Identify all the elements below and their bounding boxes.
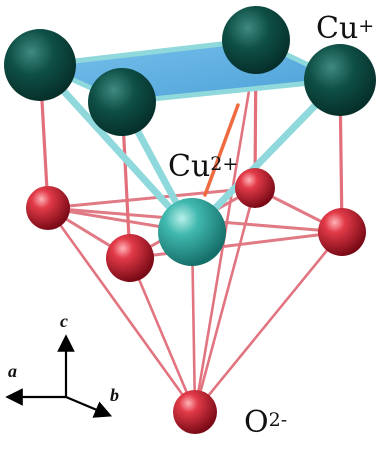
cu-plus-atom-front-left [88,68,156,136]
cu-2plus-atom [158,198,226,266]
cu-plus-atom-front-right [304,44,376,116]
oxygen-atom-back [235,168,275,208]
cu-2plus-label-base: Cu [168,149,211,184]
oxygen-atom-right [318,208,366,256]
cu-plus-atom-back-right [222,6,290,74]
oxygen-atom-apical [173,390,217,434]
o-2minus-label-charge: 2- [268,409,288,431]
axis-label-c: c [60,311,68,331]
copper-plane [37,37,343,105]
axis-b-arrow [65,395,113,418]
cu-plus-atom-back-left [4,29,76,101]
axis-label-a: a [8,361,17,381]
oxygen-atom-front [106,234,154,282]
cu-plus-label: Cu+ [316,14,374,47]
apical-oxygen-bonds [46,83,344,414]
axis-label-b: b [110,385,119,405]
cu-2plus-label-charge: 2+ [210,153,239,175]
o-2minus-label-base: O [244,405,269,440]
center-bond [203,103,240,197]
axis-triad [5,334,113,418]
oxygen-atom-left [26,186,70,230]
cu-plus-label-charge: + [358,15,375,37]
o-2minus-label: O2- [244,408,287,441]
cu-plus-label-base: Cu [316,11,359,46]
cu-2plus-label: Cu2+ [168,152,238,185]
